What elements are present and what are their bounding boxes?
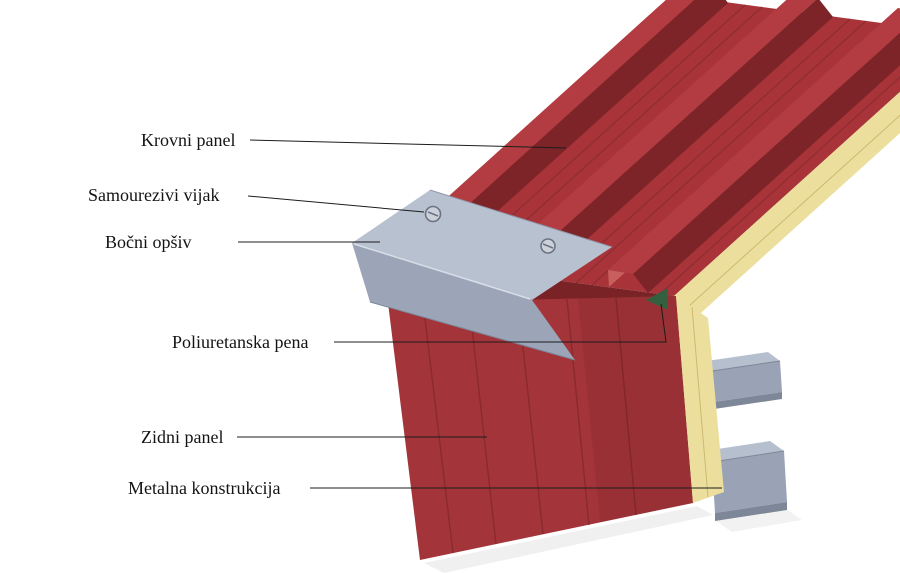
rib3-top-face: [608, 8, 900, 274]
side-flashing: [352, 189, 613, 361]
flashing-bottom-edge-line: [369, 301, 576, 361]
label-metal-structure: Metalna konstrukcija: [128, 478, 281, 498]
ground-shadow-beam: [716, 510, 802, 532]
leader-line-screw: [247, 195, 425, 213]
rib1-top-face: [398, 0, 695, 246]
leader-lines: [237, 139, 722, 489]
roof-foam-edge-line: [678, 114, 900, 316]
flashing-fold-highlight: [353, 243, 531, 300]
metal-structure-beams: [698, 352, 787, 521]
leader-line-roof-panel: [249, 139, 567, 149]
screw-2-slot: [542, 243, 554, 249]
upper-beam-web: [712, 361, 782, 402]
roof-rib-1: [398, 0, 728, 265]
wall-shade-overlay: [578, 296, 693, 522]
upper-beam-shadow-line: [711, 360, 781, 372]
label-wall-panel: Zidni panel: [141, 427, 224, 447]
wall-front-face: [388, 296, 693, 560]
label-self-tapping-screw: Samourezivi vijak: [88, 185, 220, 205]
screw-1-slot: [427, 211, 439, 217]
wall-foam-edge-line: [691, 306, 709, 498]
ground-shadow-wall: [424, 506, 713, 573]
lower-beam-web: [712, 451, 787, 513]
roof-foam-core-edge: [674, 91, 900, 330]
lower-beam-lip: [715, 502, 787, 521]
label-side-flashing: Bočni opšiv: [105, 232, 192, 252]
wall-joint-lines: [422, 297, 637, 554]
lower-beam-shadow-line: [711, 450, 785, 463]
roof-rib-2: [503, 0, 833, 279]
self-tapping-screw-2: [540, 238, 556, 254]
label-polyurethane-foam: Poliuretanska pena: [172, 332, 309, 352]
rib1-right-face: [423, 0, 728, 265]
rib2-right-face: [528, 0, 833, 279]
rib3-right-face: [633, 32, 900, 293]
flashing-top-edge-line: [429, 189, 613, 248]
upper-beam-lip: [714, 392, 782, 409]
wall-panel: [388, 288, 724, 560]
label-roof-panel: Krovni panel: [141, 130, 236, 150]
flashing-top-flange: [352, 190, 612, 300]
polyurethane-foam-mark: [646, 288, 668, 310]
flashing-front-skirt: [352, 243, 575, 360]
self-tapping-screw-1: [424, 205, 442, 223]
leader-line-foam: [334, 303, 667, 343]
roof-rib-3: [608, 8, 900, 293]
rib2-top-face: [503, 0, 816, 260]
upper-beam-top-flange: [700, 352, 780, 371]
